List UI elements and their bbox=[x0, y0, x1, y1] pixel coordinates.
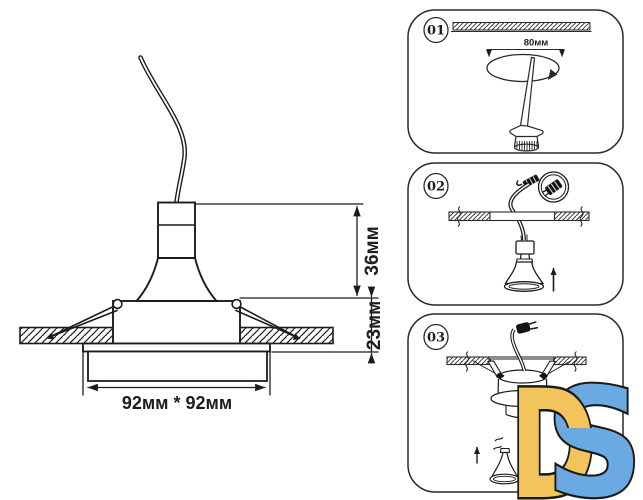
spring-pivot-right bbox=[231, 298, 242, 310]
height-above-label: 36мм bbox=[362, 226, 383, 275]
width-dimension bbox=[82, 345, 271, 396]
rotation-arrowhead bbox=[548, 69, 558, 80]
ceiling-hatch-strip bbox=[451, 22, 592, 32]
hole-dimension bbox=[485, 48, 566, 57]
spring-clips bbox=[46, 298, 301, 340]
cable-through-ceiling bbox=[508, 182, 531, 241]
trim-flange bbox=[82, 342, 271, 353]
gu10-bulb-icon bbox=[504, 261, 545, 285]
connector-detail bbox=[542, 179, 563, 197]
step-02-number: 02 bbox=[427, 180, 445, 195]
fixture-housing bbox=[112, 300, 241, 345]
lamp-holder-bulb bbox=[503, 234, 545, 292]
step-01-badge bbox=[423, 16, 449, 44]
spring-wire-right bbox=[545, 360, 572, 376]
spring-tip-right bbox=[293, 333, 301, 340]
ceiling-hole-section bbox=[448, 206, 590, 227]
panel-02-border bbox=[407, 162, 624, 306]
hole-saw-drill-icon bbox=[509, 56, 544, 152]
logo-letter-s-overlap: S bbox=[546, 356, 643, 500]
step-02-badge bbox=[423, 172, 449, 200]
step-03-number: 03 bbox=[427, 331, 445, 346]
height-below-label: 23мм bbox=[364, 301, 385, 350]
bulb-below bbox=[489, 437, 520, 485]
ceiling-section bbox=[19, 326, 334, 345]
spring-pivot-left bbox=[112, 298, 123, 310]
trim-bezel bbox=[82, 342, 271, 382]
step-01-number: 01 bbox=[427, 24, 445, 39]
height-dimensions bbox=[195, 203, 379, 364]
hole-diameter-label: 80мм bbox=[524, 38, 549, 49]
break-mark-right bbox=[573, 351, 578, 372]
gu10-bulb-icon bbox=[134, 257, 219, 302]
lamp-holder bbox=[515, 240, 535, 255]
lamp-holder-and-bulb bbox=[134, 201, 219, 302]
ds-logo-watermark: S D S bbox=[507, 354, 643, 500]
break-mark-right bbox=[579, 206, 584, 227]
step-03-badge bbox=[423, 323, 449, 351]
power-cable bbox=[138, 55, 187, 205]
power-plug-icon bbox=[516, 321, 538, 334]
step-panel-01: 01 80мм bbox=[407, 9, 624, 154]
trim-body bbox=[87, 350, 268, 382]
trim-flange bbox=[490, 389, 555, 408]
spring-tip-left bbox=[46, 332, 54, 340]
width-dimension-label: 92мм * 92мм bbox=[122, 393, 232, 413]
main-technical-drawing: 92мм * 92мм 36мм 23мм bbox=[19, 55, 385, 413]
wire-connector-magnifier-icon bbox=[516, 171, 570, 203]
break-mark-left bbox=[457, 206, 461, 227]
ceiling-hatch-right bbox=[238, 326, 334, 345]
step-panel-03: 03 bbox=[407, 313, 624, 493]
step-panel-02: 02 bbox=[407, 162, 624, 306]
break-mark-left bbox=[465, 351, 469, 372]
rotation-ellipse-icon bbox=[486, 53, 560, 83]
thread-marks bbox=[493, 437, 504, 450]
spring-wire-left bbox=[472, 360, 499, 376]
cable-and-plug bbox=[510, 321, 538, 372]
logo-letter-d: D bbox=[509, 358, 596, 500]
drill-teeth bbox=[516, 141, 538, 151]
logo-letter-s: S bbox=[546, 356, 643, 500]
lamp-holder bbox=[157, 201, 196, 259]
